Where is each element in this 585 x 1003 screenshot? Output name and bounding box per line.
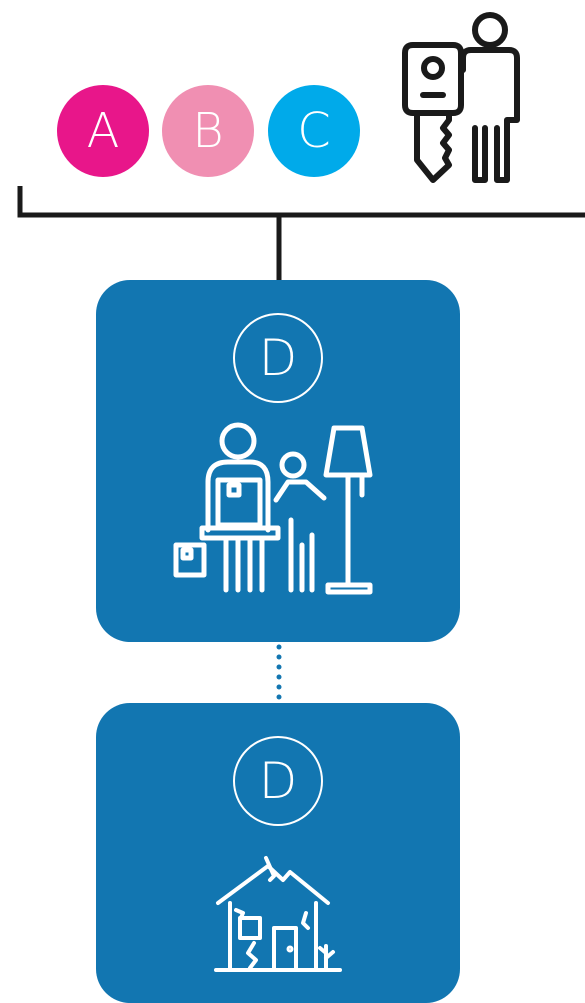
card-moving-letter-label: D: [258, 329, 298, 387]
circle-a: A: [57, 85, 149, 177]
card-damaged-house-letter: D: [233, 736, 323, 826]
circle-c-label: C: [297, 103, 331, 159]
circle-a-label: A: [86, 103, 120, 159]
person-moving-furniture-icon: [173, 422, 373, 595]
card-damaged-house-letter-label: D: [258, 752, 298, 810]
circle-b: B: [162, 85, 254, 177]
circle-c: C: [268, 85, 360, 177]
card-moving: D: [96, 280, 460, 642]
card-damaged-house: D: [96, 703, 460, 1003]
key-person-icon: [402, 12, 520, 183]
card-moving-letter: D: [233, 313, 323, 403]
hierarchy-connector: [17, 186, 585, 280]
circle-b-label: B: [192, 103, 224, 159]
damaged-house-icon: [214, 856, 342, 972]
dotted-connector: [276, 644, 282, 700]
